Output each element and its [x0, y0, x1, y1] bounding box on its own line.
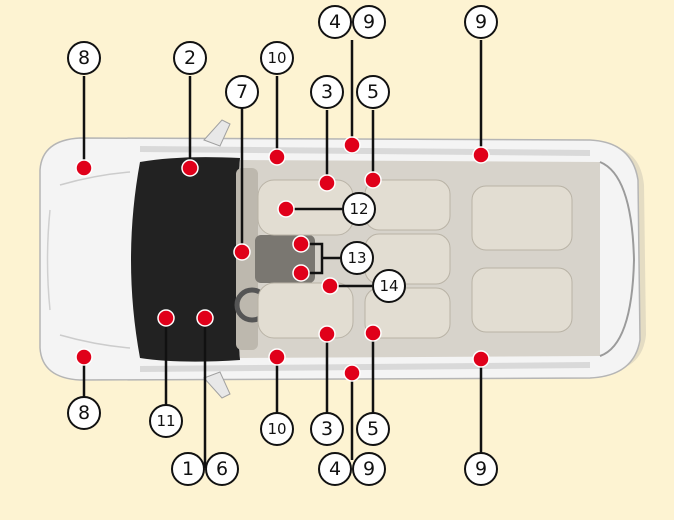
marker-5-bottom — [364, 324, 382, 342]
hood-crease — [46, 209, 51, 311]
callout-13: 13 — [340, 241, 374, 275]
marker-8-bottom — [75, 348, 93, 366]
marker-10-bottom — [268, 348, 286, 366]
svg-text:5: 5 — [367, 418, 379, 440]
callout-11: 11 — [149, 404, 183, 438]
callout-5-bottom: 5 — [356, 412, 390, 446]
callout-10-top: 10 — [260, 41, 294, 75]
svg-text:8: 8 — [78, 402, 90, 424]
svg-text:9: 9 — [475, 458, 487, 480]
callout-3-top: 3 — [310, 75, 344, 109]
hood-line-top — [59, 171, 131, 186]
svg-text:6: 6 — [216, 458, 228, 480]
windshield — [131, 157, 240, 362]
callout-4-bottom: 4 — [318, 452, 352, 486]
marker-11 — [157, 309, 175, 327]
leader-lines — [82, 40, 483, 468]
callout-1: 1 — [171, 452, 205, 486]
svg-text:9: 9 — [363, 11, 375, 33]
svg-text:3: 3 — [321, 418, 333, 440]
svg-text:8: 8 — [78, 47, 90, 69]
marker-14 — [321, 277, 339, 295]
callout-5-top: 5 — [356, 75, 390, 109]
front-seat-driver — [257, 282, 354, 339]
callout-labels: 8 2 10 4 9 9 7 3 — [67, 5, 498, 486]
callout-14: 14 — [372, 269, 406, 303]
callout-8-bottom: 8 — [67, 396, 101, 430]
callout-9-bottom-right: 9 — [464, 452, 498, 486]
marker-5-top — [364, 171, 382, 189]
callout-9-top-right: 9 — [464, 5, 498, 39]
marker-9-bottom-right — [472, 350, 490, 368]
svg-text:10: 10 — [267, 49, 286, 67]
svg-text:11: 11 — [156, 412, 175, 430]
svg-text:4: 4 — [329, 11, 341, 33]
svg-text:9: 9 — [363, 458, 375, 480]
second-row-seat-top — [364, 179, 451, 231]
hood-line-bottom — [59, 334, 131, 349]
svg-text:9: 9 — [475, 11, 487, 33]
location-markers — [75, 136, 490, 382]
marker-7 — [233, 243, 251, 261]
tailgate — [599, 161, 636, 357]
svg-text:7: 7 — [236, 81, 248, 103]
front-seat-passenger — [257, 179, 354, 236]
marker-10-top — [268, 148, 286, 166]
side-mirror-top — [203, 119, 231, 147]
svg-text:14: 14 — [379, 277, 398, 295]
marker-13-lower — [292, 264, 310, 282]
marker-13-upper — [292, 235, 310, 253]
marker-2 — [181, 159, 199, 177]
marker-3-bottom — [318, 325, 336, 343]
svg-text:5: 5 — [367, 81, 379, 103]
svg-text:13: 13 — [347, 249, 366, 267]
marker-4-9-top — [343, 136, 361, 154]
callout-8-top: 8 — [67, 41, 101, 75]
marker-12 — [277, 200, 295, 218]
marker-6 — [196, 309, 214, 327]
svg-text:2: 2 — [184, 47, 196, 69]
svg-text:4: 4 — [329, 458, 341, 480]
svg-text:12: 12 — [349, 200, 368, 218]
marker-4-9-bottom — [343, 364, 361, 382]
marker-9-top-right — [472, 146, 490, 164]
third-row-seat-top — [471, 185, 573, 251]
callout-9-bottom-left: 9 — [352, 452, 386, 486]
side-mirror-bottom — [203, 371, 231, 399]
svg-text:10: 10 — [267, 420, 286, 438]
callout-9-top-left: 9 — [352, 5, 386, 39]
callout-4-top: 4 — [318, 5, 352, 39]
callout-6: 6 — [205, 452, 239, 486]
svg-text:3: 3 — [321, 81, 333, 103]
marker-8-top — [75, 159, 93, 177]
third-row-seat-bottom — [471, 267, 573, 333]
marker-3-top — [318, 174, 336, 192]
svg-text:1: 1 — [182, 458, 194, 480]
callout-2: 2 — [173, 41, 207, 75]
callout-7: 7 — [225, 75, 259, 109]
callout-12: 12 — [342, 192, 376, 226]
callout-3-bottom: 3 — [310, 412, 344, 446]
callout-10-bottom: 10 — [260, 412, 294, 446]
